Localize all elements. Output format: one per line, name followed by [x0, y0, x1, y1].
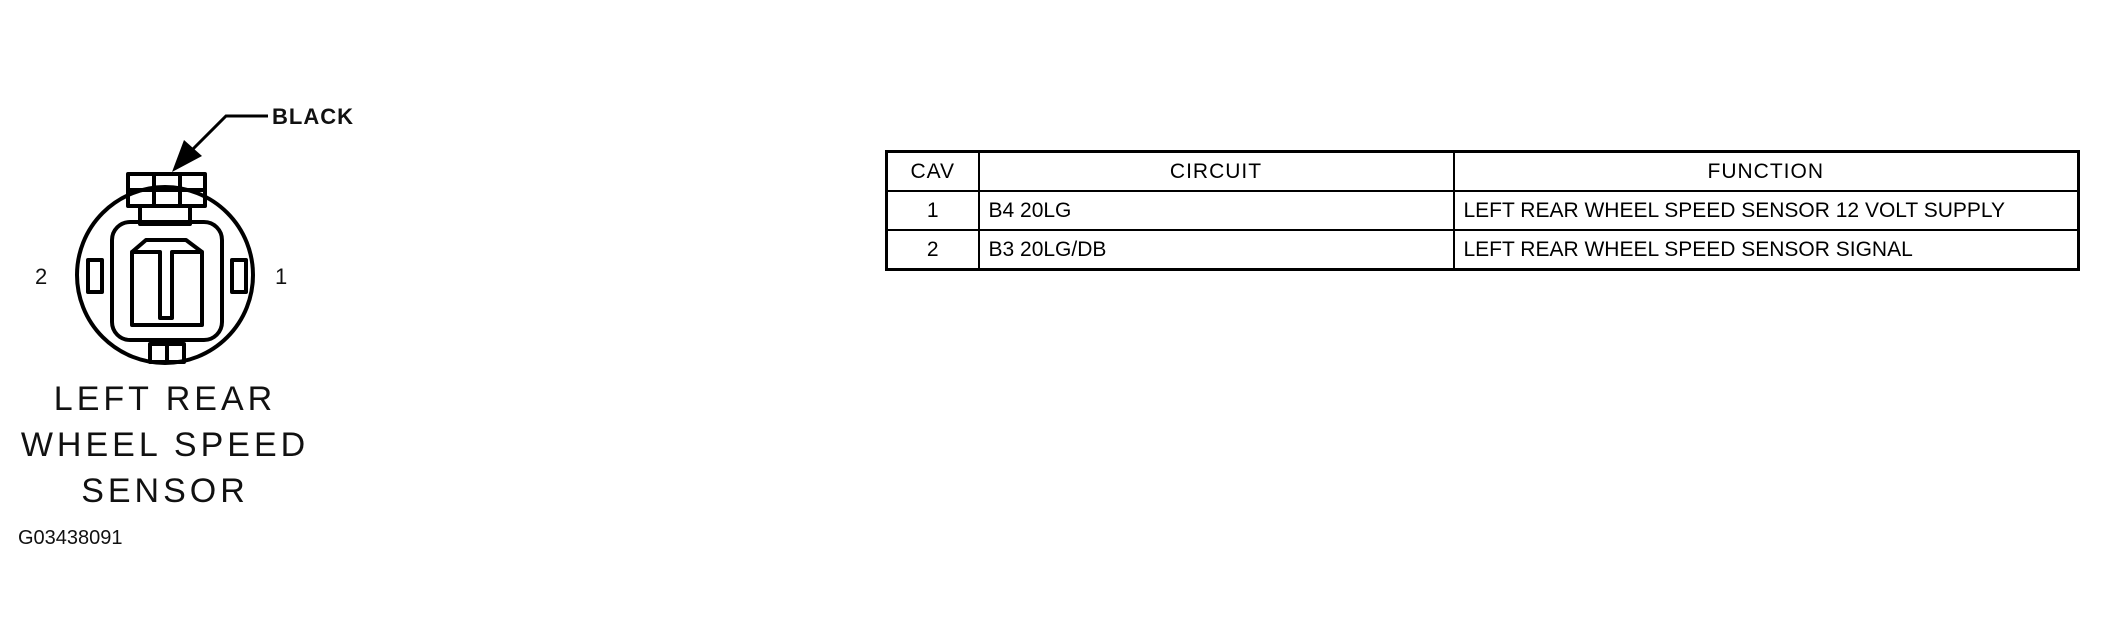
table-header-row: CAV CIRCUIT FUNCTION [885, 150, 2080, 192]
pinout-table: CAV CIRCUIT FUNCTION 1 B4 20LG LEFT REAR… [885, 150, 2080, 271]
header-circuit: CIRCUIT [977, 150, 1455, 192]
connector-name-line-1: LEFT REAR [53, 380, 277, 418]
cell-function: LEFT REAR WHEEL SPEED SENSOR 12 VOLT SUP… [1452, 190, 2080, 231]
cell-cav: 2 [885, 229, 980, 271]
header-function: FUNCTION [1452, 150, 2080, 192]
cell-cav: 1 [885, 190, 980, 231]
cell-circuit: B4 20LG [977, 190, 1455, 231]
cell-function: LEFT REAR WHEEL SPEED SENSOR SIGNAL [1452, 229, 2080, 271]
connector-name-line-3: SENSOR [81, 472, 249, 510]
connector-housing [110, 220, 224, 342]
table-row: 1 B4 20LG LEFT REAR WHEEL SPEED SENSOR 1… [885, 190, 2080, 231]
table-row: 2 B3 20LG/DB LEFT REAR WHEEL SPEED SENSO… [885, 229, 2080, 271]
connector-diagram [75, 114, 268, 365]
pin-label-2: 2 [35, 264, 48, 289]
connector-name-line-2: WHEEL SPEED [20, 426, 310, 464]
terminal-cavity [130, 250, 204, 327]
figure-id: G03438091 [18, 527, 123, 549]
header-cav: CAV [885, 150, 980, 192]
pin-label-1: 1 [275, 264, 288, 289]
connector-color-label: BLACK [272, 104, 354, 129]
color-leader-arrow [190, 114, 268, 152]
cell-circuit: B3 20LG/DB [977, 229, 1455, 271]
